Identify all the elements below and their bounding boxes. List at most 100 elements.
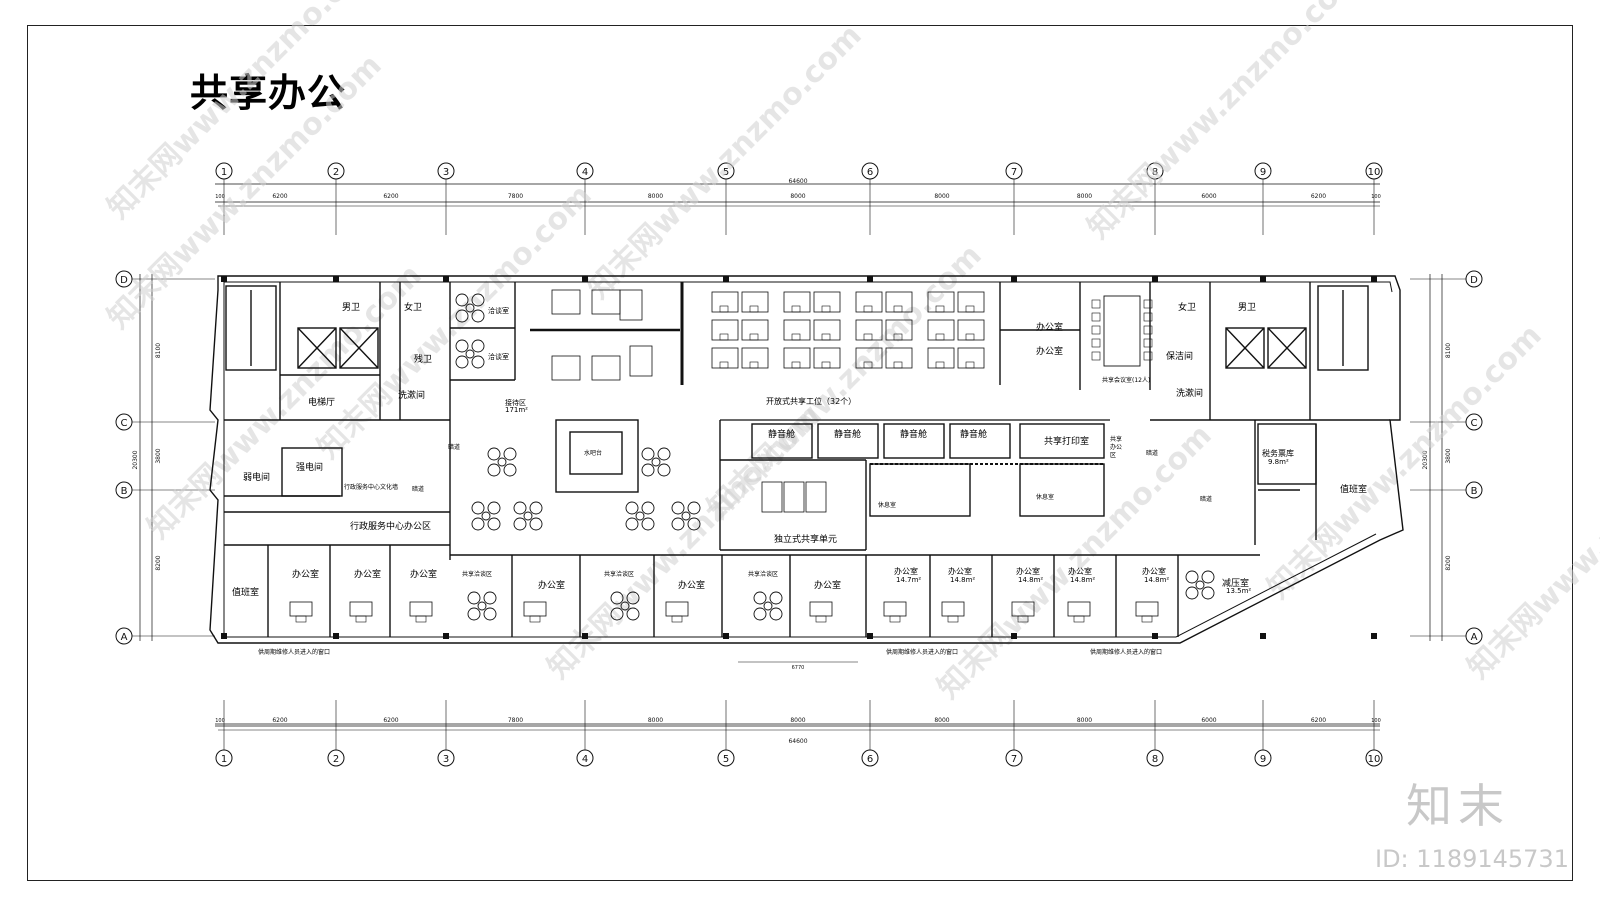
chair xyxy=(455,355,469,369)
admin-service-label: 行政服务中心办公区 xyxy=(350,522,432,532)
table-top xyxy=(763,601,773,611)
brand-logo: 知末 xyxy=(1406,779,1510,833)
dim-text-edge: 100 xyxy=(1371,718,1381,724)
chair xyxy=(641,501,655,515)
dim-text-spacing: 7800 xyxy=(508,193,523,200)
unit-desk xyxy=(805,481,827,513)
chair xyxy=(626,591,640,605)
axis-label-row: B xyxy=(121,486,128,497)
office-chair xyxy=(295,615,307,623)
axis-label-col: 3 xyxy=(443,167,449,178)
quiet-pod-label-3: 静音舱 xyxy=(900,430,928,440)
round-table xyxy=(467,591,497,621)
office-chair xyxy=(947,615,959,623)
dim-text-spacing: 6000 xyxy=(1201,717,1216,724)
passage-label-3: 暗道 xyxy=(1146,450,1159,457)
talk-room-label-1: 洽谈室 xyxy=(488,307,509,315)
dim-text-v-spacing: 8200 xyxy=(1445,555,1452,570)
dim-text-v-total: 20300 xyxy=(1422,450,1429,469)
meeting-chair xyxy=(1091,325,1101,335)
office-label-b8: 办公室 xyxy=(1142,567,1166,576)
column-pillar xyxy=(867,276,873,282)
quiet-pod-label-1: 静音舱 xyxy=(768,430,796,440)
quiet-pod-2 xyxy=(817,423,879,459)
admin-sub-label: 行政服务中心文化墙 xyxy=(344,484,399,491)
workstation-desk xyxy=(927,319,955,341)
male-wc-right-label: 男卫 xyxy=(1238,303,1257,313)
decompress-label: 减压室 xyxy=(1222,579,1250,589)
dim-text-spacing: 6200 xyxy=(272,193,287,200)
office-area-b4: 14.7m² xyxy=(896,576,922,584)
office-chair xyxy=(1073,615,1085,623)
chair xyxy=(513,501,527,515)
axis-label-col: 6 xyxy=(867,754,873,765)
chair xyxy=(467,607,481,621)
chair xyxy=(1201,586,1215,600)
column-pillar xyxy=(723,276,729,282)
reception-area: 171m² xyxy=(505,406,528,414)
chair xyxy=(657,447,671,461)
axis-label-row: A xyxy=(1471,632,1478,643)
table-top xyxy=(465,303,475,313)
axis-label-col: 9 xyxy=(1260,754,1266,765)
shared-print-label: 共享打印室 xyxy=(1044,437,1090,447)
chair xyxy=(529,517,543,531)
office-desk xyxy=(349,601,373,617)
chair xyxy=(487,463,501,477)
workstation-desk xyxy=(711,291,739,313)
cleaning-room-label: 保洁间 xyxy=(1166,352,1194,362)
dim-text-edge: 100 xyxy=(215,194,225,200)
office-chair xyxy=(889,615,901,623)
quiet-pod-4 xyxy=(949,423,1011,459)
office-desk xyxy=(883,601,907,617)
watermark-text: 知末网www.znzmo.com xyxy=(1081,0,1369,246)
strong-elec-label: 强电间 xyxy=(296,463,324,473)
reception-label: 接待区 xyxy=(505,399,526,407)
workstation-chair xyxy=(749,305,759,313)
sofa-set xyxy=(591,355,621,381)
workstation-desk xyxy=(741,319,769,341)
elevator-2 xyxy=(339,327,379,369)
round-table xyxy=(625,501,655,531)
round-table xyxy=(671,501,701,531)
drawing-frame xyxy=(27,25,1573,881)
axis-label-col: 2 xyxy=(333,754,339,765)
meeting-chair xyxy=(1091,312,1101,322)
workstation-chair xyxy=(863,305,873,313)
watermark-text: 知末网www.znzmo.com xyxy=(1461,398,1600,686)
chair xyxy=(471,293,485,307)
independent-unit-label: 独立式共享单元 xyxy=(774,535,838,545)
walls xyxy=(209,275,1404,644)
column-pillar xyxy=(333,633,339,639)
meeting-table xyxy=(1103,295,1141,367)
chair xyxy=(641,463,655,477)
chair xyxy=(487,447,501,461)
workstation-chair xyxy=(821,333,831,341)
column-pillar xyxy=(221,276,227,282)
round-table xyxy=(610,591,640,621)
axis-label-col: 7 xyxy=(1011,167,1017,178)
chair xyxy=(503,447,517,461)
workstation-chair xyxy=(863,361,873,369)
workstation-desk xyxy=(957,291,985,313)
chair xyxy=(487,517,501,531)
workstation-desk xyxy=(783,291,811,313)
office-label-upper-2: 办公室 xyxy=(1036,347,1064,357)
sofa-set xyxy=(551,355,581,381)
furniture xyxy=(289,289,1215,623)
chair xyxy=(471,309,485,323)
axis-label-col: 9 xyxy=(1260,167,1266,178)
dim-text-v-total: 20300 xyxy=(132,450,139,469)
axis-label-col: 8 xyxy=(1152,167,1158,178)
wash-room-right-label: 洗漱间 xyxy=(1176,389,1204,399)
axis-label-row: C xyxy=(121,418,128,429)
dim-text-spacing: 6200 xyxy=(1311,193,1326,200)
chair xyxy=(483,607,497,621)
chair xyxy=(769,591,783,605)
dim-text-spacing: 8000 xyxy=(934,717,949,724)
axis-label-row: C xyxy=(1471,418,1478,429)
rest-room-label-1: 休息室 xyxy=(878,502,897,509)
column-pillar xyxy=(1152,276,1158,282)
axis-label-col: 1 xyxy=(221,167,227,178)
